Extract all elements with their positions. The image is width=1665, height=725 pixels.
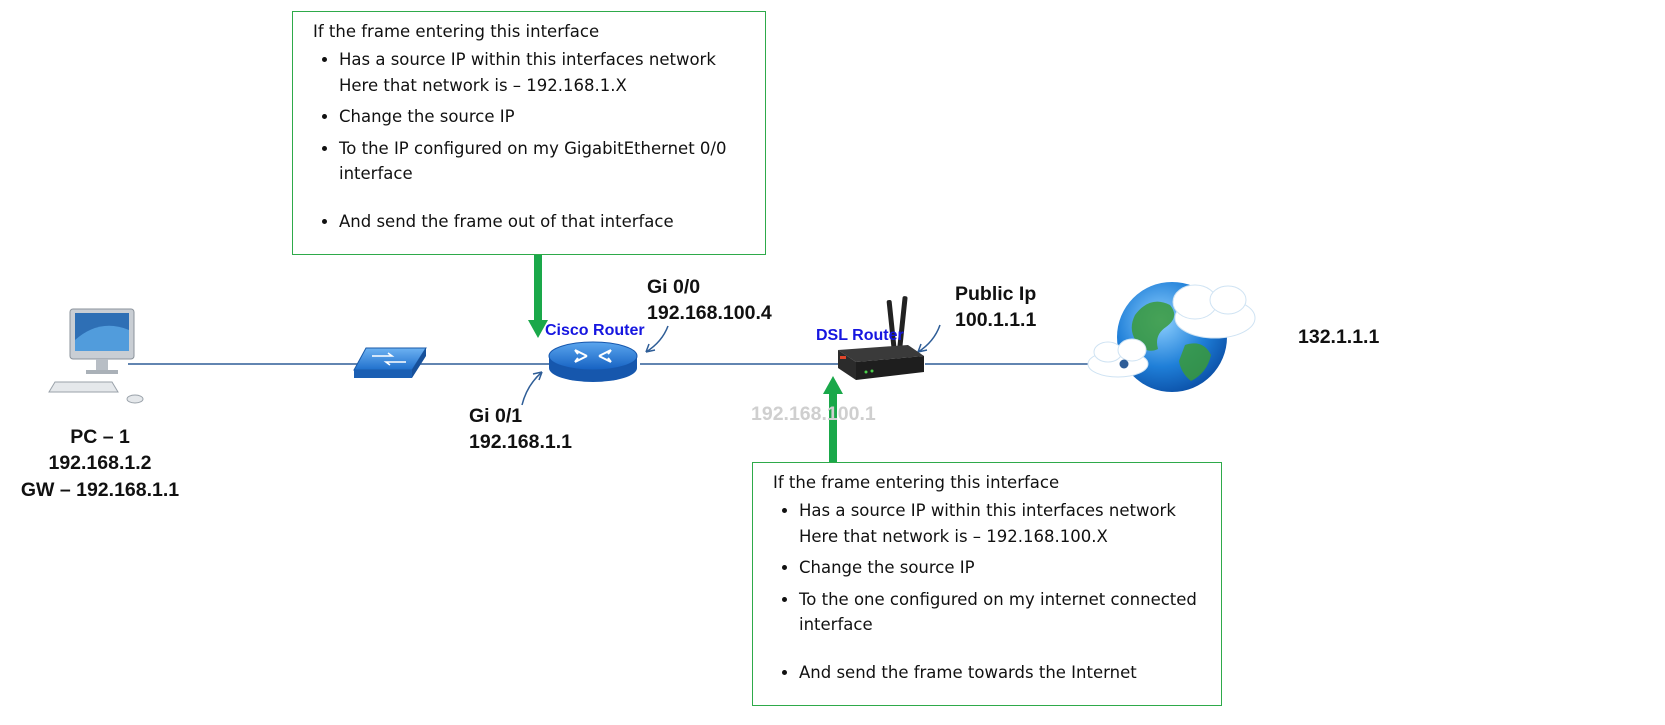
globe-cloud-icon [1087, 282, 1256, 392]
callout-top-b3-line1: To the IP configured on my GigabitEthern… [339, 138, 727, 158]
callout-bottom-b1-line2: Here that network is – 192.168.100.X [799, 526, 1108, 546]
network-switch-icon [353, 347, 427, 378]
desktop-computer-icon [48, 308, 144, 404]
internet-ip: 132.1.1.1 [1298, 326, 1380, 348]
callout-bottom-heading: If the frame entering this interface [773, 473, 1060, 492]
pc-gateway: GW – 192.168.1.1 [20, 478, 180, 501]
callout-bottom-b3-line2: interface [799, 615, 873, 635]
gi00-ip: 192.168.100.4 [647, 302, 772, 325]
callout-top-bullet-2: Change the source IP [339, 104, 747, 130]
callout-top-list: Has a source IP within this interfaces n… [313, 47, 747, 234]
green-arrow-bottom-shaft [829, 392, 837, 472]
callout-bottom-bullet-1: Has a source IP within this interfaces n… [799, 498, 1203, 549]
cisco-router-label: Cisco Router [545, 322, 645, 339]
pointer-public-ip-head [917, 343, 928, 353]
pc-label: PC – 1 192.168.1.2 GW – 192.168.1.1 [0, 424, 200, 503]
gi00-label: Gi 0/0 192.168.100.4 [647, 274, 772, 327]
pointer-gi00 [645, 325, 669, 353]
green-arrow-top-head [528, 320, 548, 338]
pointer-gi01-head [532, 371, 543, 381]
pc-ip: 192.168.1.2 [48, 452, 152, 475]
dsl-router-icon [838, 296, 924, 380]
callout-top-bullet-1: Has a source IP within this interfaces n… [339, 47, 747, 98]
gi01-name: Gi 0/1 [469, 405, 523, 427]
green-arrow-top-shaft [534, 246, 542, 322]
public-ip-value: 100.1.1.1 [955, 309, 1037, 332]
callout-bottom-b3-line1: To the one configured on my internet con… [799, 589, 1197, 609]
gi01-label: Gi 0/1 192.168.1.1 [469, 403, 572, 456]
callout-top-bullet-3: To the IP configured on my GigabitEthern… [339, 136, 747, 187]
router-icon [548, 341, 638, 382]
gi01-ip: 192.168.1.1 [469, 431, 573, 454]
public-ip-title: Public Ip [955, 283, 1037, 305]
callout-top-bullet-4: And send the frame out of that interface [339, 209, 747, 235]
callout-top-heading: If the frame entering this interface [313, 22, 600, 41]
callout-bottom-bullet-3: To the one configured on my internet con… [799, 587, 1203, 638]
callout-arrows [528, 246, 843, 472]
callout-bottom-bullet-4: And send the frame towards the Internet [799, 660, 1203, 686]
interface-pointers [521, 324, 941, 406]
green-arrow-bottom-head [823, 376, 843, 394]
callout-bottom: If the frame entering this interface Has… [752, 462, 1222, 706]
internet-link-dot [1119, 359, 1129, 369]
pc-name: PC – 1 [70, 426, 130, 448]
dsl-lan-ip: 192.168.100.1 [751, 403, 876, 425]
callout-bottom-b1-line1: Has a source IP within this interfaces n… [799, 501, 1176, 520]
callout-top-b1-line1: Has a source IP within this interfaces n… [339, 50, 716, 69]
pointer-gi01 [521, 371, 543, 406]
pointer-public-ip [917, 324, 941, 353]
callout-top: If the frame entering this interface Has… [292, 11, 766, 255]
public-ip-label: Public Ip 100.1.1.1 [955, 281, 1036, 334]
dsl-router-label: DSL Router [816, 327, 904, 344]
callout-top-b1-line2: Here that network is – 192.168.1.X [339, 75, 627, 95]
callout-bottom-bullet-2: Change the source IP [799, 555, 1203, 581]
pointer-gi00-head [645, 343, 656, 353]
gi00-name: Gi 0/0 [647, 276, 701, 298]
callout-bottom-list: Has a source IP within this interfaces n… [773, 498, 1203, 685]
callout-top-b3-line2: interface [339, 164, 413, 184]
